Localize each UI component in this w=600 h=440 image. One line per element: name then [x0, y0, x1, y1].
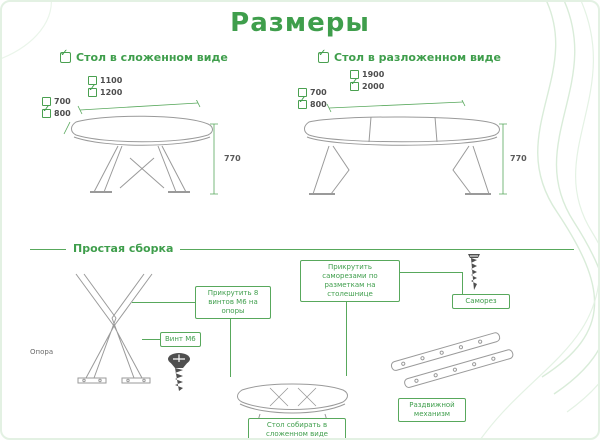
section-unfolded-heading: Стол в разложенном виде — [318, 48, 501, 64]
folded-depth-options: 700 800 — [42, 97, 71, 118]
width-value: 2000 — [362, 82, 385, 91]
tabletop-assembly-drawing — [230, 374, 355, 429]
depth-value: 700 — [310, 88, 327, 97]
depth-option: 800 — [42, 105, 71, 118]
support-label: Опора — [30, 348, 54, 356]
leg-drawing — [64, 268, 164, 393]
connector-line — [346, 290, 347, 376]
checkbox-icon — [318, 48, 329, 63]
unfolded-width-options: 1900 2000 — [350, 70, 384, 91]
folded-width-options: 1100 1200 — [88, 76, 122, 97]
folded-table-drawing — [60, 100, 220, 212]
width-value: 1900 — [362, 70, 385, 79]
slide-mechanism-drawing — [390, 320, 525, 425]
connector-line — [142, 339, 160, 340]
depth-value: 700 — [54, 97, 71, 106]
selftap-label-box: Саморез — [452, 294, 510, 310]
section-divider — [30, 249, 574, 250]
connector-line — [462, 272, 463, 294]
checkbox-icon — [42, 105, 51, 118]
step-bolts-box: Прикрутить 8 винтов М6 на опоры — [195, 286, 271, 320]
step-selftap-box: Прикрутить саморезами по разметкам на ст… — [300, 260, 400, 303]
depth-value: 800 — [310, 100, 327, 109]
mechanism-label-box: Раздвижной механизм — [398, 398, 466, 423]
width-option: 1200 — [88, 84, 123, 97]
assembly-note-box: Стол собирать в сложенном виде — [248, 418, 346, 438]
section-unfolded-title: Стол в разложенном виде — [334, 51, 501, 64]
width-value: 1200 — [100, 88, 123, 97]
selftap-screw-icon — [464, 252, 484, 292]
folded-height-label: 770 — [224, 154, 241, 163]
checkbox-icon — [350, 78, 359, 91]
connector-line — [132, 302, 195, 303]
connector-line — [392, 272, 462, 273]
width-value: 1100 — [100, 76, 123, 85]
depth-value: 800 — [54, 109, 71, 118]
checkbox-icon — [60, 48, 71, 63]
depth-option: 800 — [298, 96, 327, 109]
unfolded-height-label: 770 — [510, 154, 527, 163]
checkbox-icon — [88, 84, 97, 97]
bolt-m6-icon — [166, 352, 192, 392]
assembly-heading: Простая сборка — [66, 242, 181, 255]
unfolded-depth-options: 700 800 — [298, 88, 327, 109]
unfolded-table-drawing — [295, 100, 510, 212]
connector-line — [230, 319, 231, 377]
page-title: Размеры — [230, 8, 370, 38]
bolt-label-box: Винт М6 — [160, 332, 201, 348]
width-option: 2000 — [350, 78, 385, 91]
section-folded-heading: Стол в сложенном виде — [60, 48, 228, 64]
checkbox-icon — [298, 96, 307, 109]
section-folded-title: Стол в сложенном виде — [76, 51, 228, 64]
